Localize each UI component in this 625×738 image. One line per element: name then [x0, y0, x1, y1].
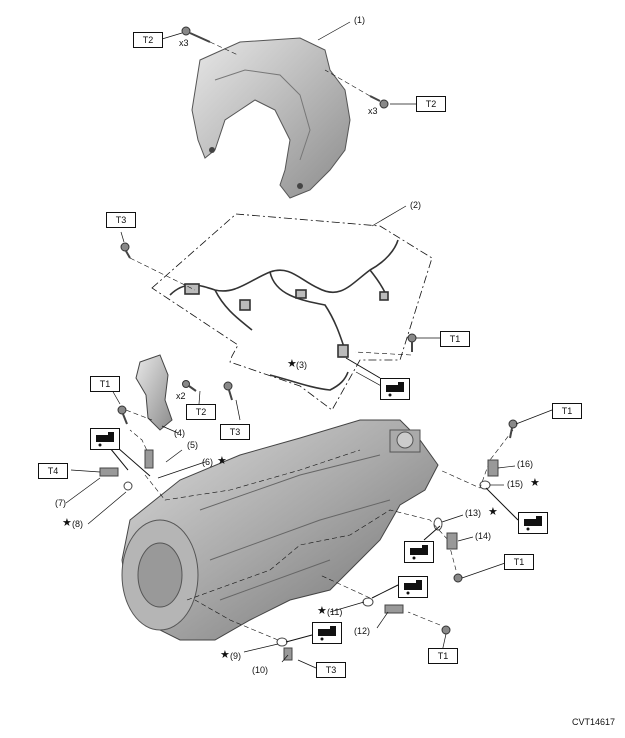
bolt-t1-right: [508, 419, 518, 439]
callout-3: (3): [296, 360, 307, 370]
callout-11: (11): [327, 607, 343, 617]
bolt-t2-top: [181, 26, 211, 43]
quantity-x3: x3: [179, 38, 189, 48]
quantity-x2: x2: [176, 391, 186, 401]
sensor-part-5: [144, 449, 154, 469]
oil-application-icon: [312, 622, 342, 644]
callout-10: (10): [252, 665, 269, 675]
gasket-11: [362, 597, 374, 607]
torque-label-t3: T3: [106, 212, 136, 228]
star-replace-icon: ★: [530, 477, 540, 489]
bolt-t1-mid: [453, 573, 463, 583]
bolt-t1-bottom: [441, 625, 451, 635]
star-replace-icon: ★: [488, 506, 498, 518]
gasket-9: [276, 637, 288, 647]
wire-harness-part: [169, 239, 399, 391]
bracket-part: [135, 354, 173, 431]
gasket-15: [479, 480, 491, 490]
torque-label-t1: T1: [504, 554, 534, 570]
torque-label-t2: T2: [186, 404, 216, 420]
bolt-t3-harness: [120, 242, 131, 259]
callout-15: (15): [507, 479, 524, 489]
bolt-t1-harness: [407, 333, 417, 352]
sensor-part-14: [446, 532, 458, 550]
oil-application-icon: [518, 512, 548, 534]
torque-label-t1: T1: [90, 376, 120, 392]
callout-2: (2): [410, 200, 421, 210]
callout-1: (1): [354, 15, 365, 25]
callout-6: (6): [202, 457, 213, 467]
torque-label-t1: T1: [428, 648, 458, 664]
star-replace-icon: ★: [217, 455, 227, 467]
callout-7: (7): [55, 498, 66, 508]
bolt-t1-bracket: [117, 405, 128, 425]
transmission-assembly: [121, 419, 439, 641]
oil-application-icon: [404, 541, 434, 563]
callout-14: (14): [475, 531, 492, 541]
callout-4: (4): [174, 428, 185, 438]
star-replace-icon: ★: [287, 358, 297, 370]
bolt-t2-bracket: [182, 380, 197, 392]
oil-application-icon: [398, 576, 428, 598]
star-replace-icon: ★: [62, 517, 72, 529]
sensor-part-16: [487, 459, 499, 477]
star-replace-icon: ★: [220, 649, 230, 661]
figure-code: CVT14617: [571, 717, 615, 727]
torque-label-t3: T3: [316, 662, 346, 678]
callout-8: (8): [72, 519, 83, 529]
callout-16: (16): [517, 459, 534, 469]
bolt-t2-right: [369, 95, 389, 109]
star-replace-icon: ★: [317, 605, 327, 617]
sensor-part-7: [99, 467, 133, 491]
bolt-t3-bracket: [223, 381, 233, 401]
heat-insulator-part: [191, 37, 351, 199]
torque-label-t3: T3: [220, 424, 250, 440]
callout-12: (12): [354, 626, 371, 636]
torque-label-t2: T2: [416, 96, 446, 112]
gasket-13: [433, 517, 443, 531]
callout-13: (13): [465, 508, 482, 518]
torque-label-t1: T1: [552, 403, 582, 419]
oil-application-icon: [90, 428, 120, 450]
torque-label-t1: T1: [440, 331, 470, 347]
torque-label-t4: T4: [38, 463, 68, 479]
callout-9: (9): [230, 651, 241, 661]
callout-5: (5): [187, 440, 198, 450]
oil-application-icon: [380, 378, 410, 400]
plug-10: [283, 647, 293, 661]
quantity-x3: x3: [368, 106, 378, 116]
torque-label-t2: T2: [133, 32, 163, 48]
sensor-part-12: [384, 604, 404, 614]
